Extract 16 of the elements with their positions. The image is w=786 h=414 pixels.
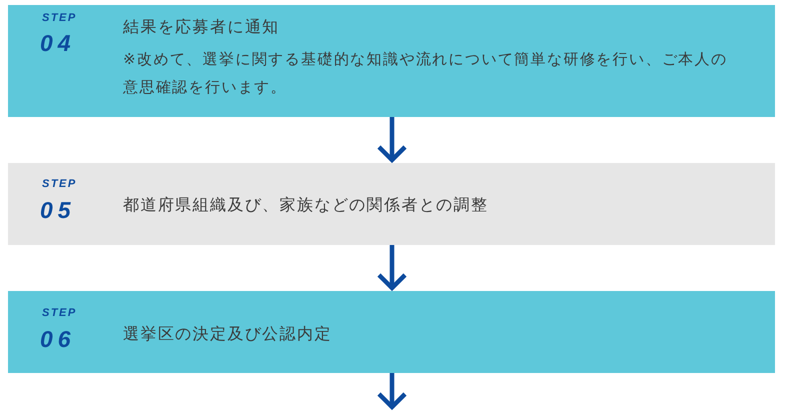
step-label: STEP (42, 178, 77, 190)
step-box (8, 5, 775, 117)
arrow (376, 117, 408, 162)
step-title: 都道府県組織及び、家族などの関係者との調整 (123, 194, 488, 216)
step-label: STEP (42, 12, 77, 24)
step-number: 06 (40, 327, 76, 351)
step-number: 05 (40, 198, 76, 222)
step-number: 04 (40, 31, 76, 55)
step-note: ※改めて、選挙に関する基礎的な知識や流れについて簡単な研修を行い、ご本人の意思確認を行います。 (123, 49, 728, 98)
step-title: 結果を応募者に通知 (123, 16, 280, 38)
step-label: STEP (42, 307, 77, 319)
step-title: 選挙区の決定及び公認内定 (123, 323, 332, 345)
arrow (376, 373, 408, 410)
step-box (8, 163, 775, 245)
step-box (8, 291, 775, 373)
arrow (376, 245, 408, 290)
